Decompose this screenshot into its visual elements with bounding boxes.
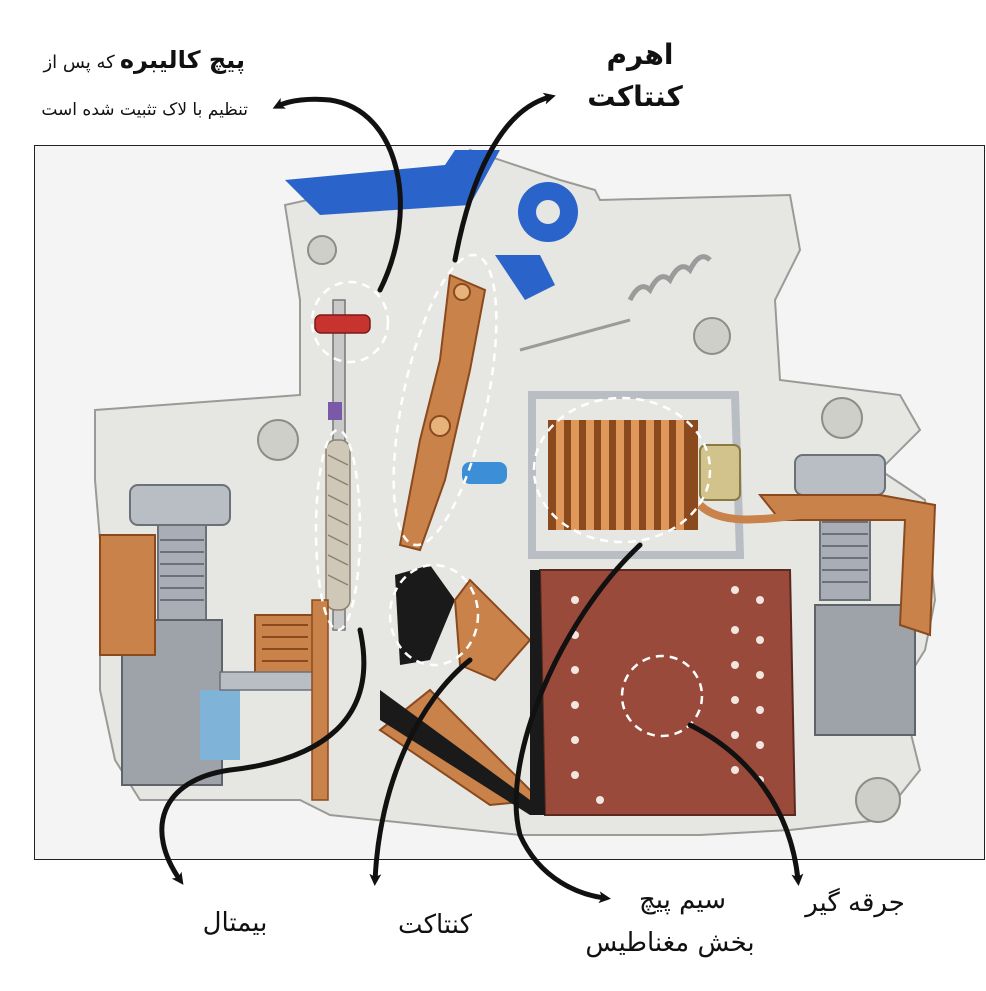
highlight-calibration-screw — [310, 280, 390, 364]
right-terminal — [757, 454, 937, 736]
callout-arrows — [159, 92, 804, 904]
blue-toggle — [285, 150, 578, 300]
arrow-bimetal — [159, 627, 367, 885]
label-calibration-screw-line1: پیچ کالیبره که پس از — [40, 46, 245, 74]
label-contact: کنتاکت — [398, 910, 472, 940]
label-calibration-screw-bold: پیچ کالیبره — [119, 46, 245, 74]
label-arc-chute: جرقه گیر — [805, 888, 905, 918]
contact-lever — [398, 273, 507, 552]
arrow-contact-lever — [452, 92, 556, 263]
label-bimetal: بیمتال — [202, 908, 268, 938]
arrow-contact — [369, 657, 473, 886]
label-calibration-screw-line2: تنظیم با لاک تثبیت شده است — [41, 100, 248, 120]
highlight-circles — [310, 253, 712, 738]
label-contact-lever-line2: کنتاکت — [587, 80, 683, 113]
label-contact-lever-line1: اهرم — [606, 38, 674, 71]
return-spring — [519, 254, 712, 352]
highlight-contact-lever — [392, 253, 498, 547]
small-copper-coil — [219, 599, 329, 801]
highlight-coil — [532, 396, 712, 544]
arrow-coil — [513, 542, 643, 904]
highlight-bimetal — [314, 428, 362, 632]
arrow-calibration-screw — [272, 96, 403, 293]
label-coil-line1: سیم پیچ — [638, 885, 727, 915]
bimetal-strip — [314, 299, 371, 631]
label-calibration-screw-rest: که پس از — [43, 52, 115, 73]
arrow-arc-chute — [687, 722, 804, 886]
left-terminal — [99, 484, 240, 786]
highlight-arc-chute — [620, 654, 704, 738]
magnetic-coil — [528, 391, 801, 559]
highlight-contact — [388, 563, 480, 667]
label-coil-line2: بخش مغناطیس — [585, 928, 755, 958]
